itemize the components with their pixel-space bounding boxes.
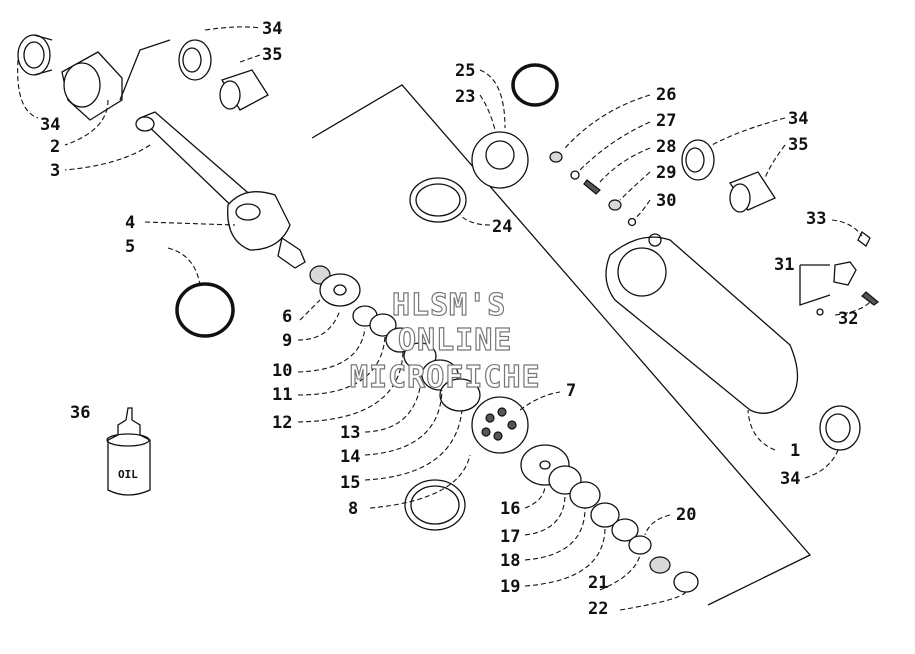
callout-35: 35 <box>262 45 282 65</box>
callout-35: 35 <box>788 135 808 155</box>
washer-stack-upper <box>309 265 481 412</box>
part-25-o-ring <box>511 63 559 107</box>
callout-25: 25 <box>455 61 475 81</box>
part-24-ring <box>409 177 467 223</box>
callout-17: 17 <box>500 527 520 547</box>
callout-18: 18 <box>500 551 520 571</box>
callout-26: 26 <box>656 85 676 105</box>
part-35-sleeve-right <box>729 171 776 213</box>
part-34-bushing-top-center <box>178 39 212 81</box>
part-4-shock-body <box>227 191 306 269</box>
callout-10: 10 <box>272 361 292 381</box>
callout-15: 15 <box>340 473 360 493</box>
callout-21: 21 <box>588 573 608 593</box>
part-5-o-ring <box>175 282 235 338</box>
callout-4: 4 <box>125 213 135 233</box>
callout-2: 2 <box>50 137 60 157</box>
part-23-seal-head <box>471 131 529 189</box>
parts-26-30-valve <box>549 151 637 227</box>
callout-9: 9 <box>282 331 292 351</box>
callout-16: 16 <box>500 499 520 519</box>
callout-36: 36 <box>70 403 90 423</box>
watermark-line-3: MICROFICHE <box>350 360 541 395</box>
callout-8: 8 <box>348 499 358 519</box>
callout-24: 24 <box>492 217 512 237</box>
part-34-bushing-right <box>681 139 715 181</box>
part-2-collar <box>61 51 123 121</box>
part-8-ring <box>404 479 466 531</box>
callout-11: 11 <box>272 385 292 405</box>
callout-6: 6 <box>282 307 292 327</box>
part-1-reservoir-body <box>605 233 799 414</box>
callout-7: 7 <box>566 381 576 401</box>
part-34-bushing-top-left <box>17 34 53 76</box>
part-36-oil-bottle <box>106 407 151 496</box>
callout-13: 13 <box>340 423 360 443</box>
callout-20: 20 <box>676 505 696 525</box>
callout-5: 5 <box>125 237 135 257</box>
watermark-line-1: HLSM'S <box>392 288 506 323</box>
callout-29: 29 <box>656 163 676 183</box>
callout-33: 33 <box>806 209 826 229</box>
callout-30: 30 <box>656 191 676 211</box>
part-7-piston <box>471 396 529 454</box>
callout-32: 32 <box>838 309 858 329</box>
callout-1: 1 <box>790 441 800 461</box>
callout-34: 34 <box>788 109 808 129</box>
bottle-label: OIL <box>118 468 138 481</box>
leader-lines <box>17 26 871 611</box>
callout-28: 28 <box>656 137 676 157</box>
callout-23: 23 <box>455 87 475 107</box>
callout-22: 22 <box>588 599 608 619</box>
part-35-sleeve-top-center <box>219 69 269 111</box>
callout-34: 34 <box>780 469 800 489</box>
callout-12: 12 <box>272 413 292 433</box>
callout-31: 31 <box>774 255 794 275</box>
callout-14: 14 <box>340 447 360 467</box>
watermark-line-2: ONLINE <box>398 323 512 358</box>
assembly-outline <box>311 84 812 606</box>
callout-34: 34 <box>40 115 60 135</box>
washer-stack-lower <box>520 444 699 593</box>
callout-numbers: 34 2 3 34 35 4 5 6 9 10 11 12 13 14 15 8… <box>40 19 858 619</box>
part-34-bushing-bottom-right <box>819 405 861 451</box>
callout-27: 27 <box>656 111 676 131</box>
callout-3: 3 <box>50 161 60 181</box>
callout-19: 19 <box>500 577 520 597</box>
callout-34: 34 <box>262 19 282 39</box>
